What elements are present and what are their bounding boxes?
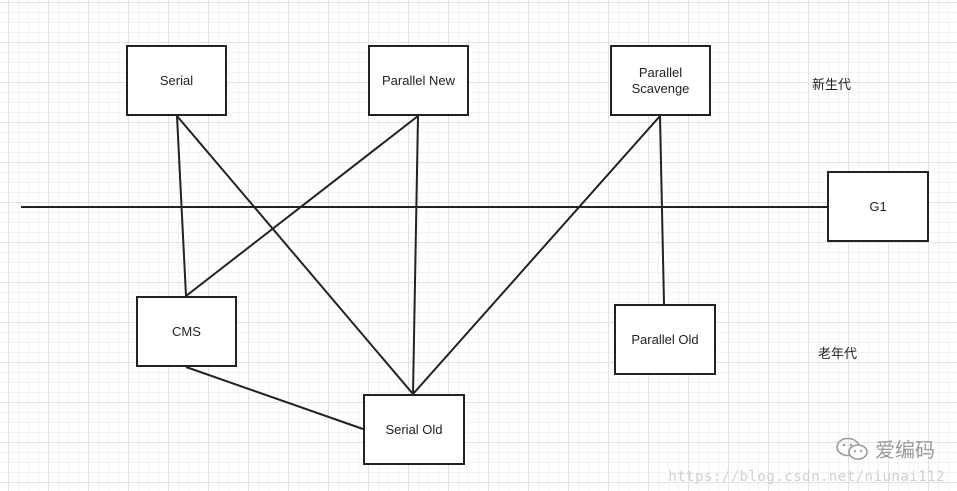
wechat-icon <box>836 437 868 460</box>
edge-parallel-scavenge-to-serial-old <box>412 115 661 395</box>
cms-node-label: CMS <box>172 323 201 339</box>
serial-old-node-label: Serial Old <box>385 421 443 437</box>
serial-old-node[interactable]: Serial Old <box>363 394 465 465</box>
serial-node[interactable]: Serial <box>126 45 227 116</box>
parallel-new-node-label: Parallel New <box>382 72 455 88</box>
edge-cms-to-serial-old <box>185 366 364 430</box>
edge-serial-to-serial-old <box>176 115 414 395</box>
watermark-url: https://blog.csdn.net/niunai112 <box>668 469 945 485</box>
edge-serial-to-cms <box>176 115 187 297</box>
serial-node-label: Serial <box>159 72 194 88</box>
edge-parallel-scavenge-to-parallel-old <box>659 115 665 305</box>
edge-parallel-new-to-serial-old <box>412 115 419 395</box>
cms-node[interactable]: CMS <box>136 296 237 367</box>
young-generation-label: 新生代 <box>812 78 852 93</box>
g1-node-label: G1 <box>869 198 887 214</box>
parallel-new-node[interactable]: Parallel New <box>368 45 469 116</box>
watermark-url-text: https://blog.csdn.net/niunai112 <box>668 469 945 485</box>
parallel-scavenge-node-label: Parallel Scavenge <box>631 64 690 96</box>
g1-node[interactable]: G1 <box>827 171 929 242</box>
parallel-old-node[interactable]: Parallel Old <box>614 304 716 375</box>
old-generation-label: 老年代 <box>818 347 858 362</box>
watermark-brand: 爱编码 <box>835 434 935 463</box>
edge-parallel-new-to-cms <box>185 115 419 297</box>
watermark-brand-text: 爱编码 <box>875 438 935 462</box>
parallel-scavenge-node[interactable]: Parallel Scavenge <box>610 45 711 116</box>
parallel-old-node-label: Parallel Old <box>631 331 699 347</box>
